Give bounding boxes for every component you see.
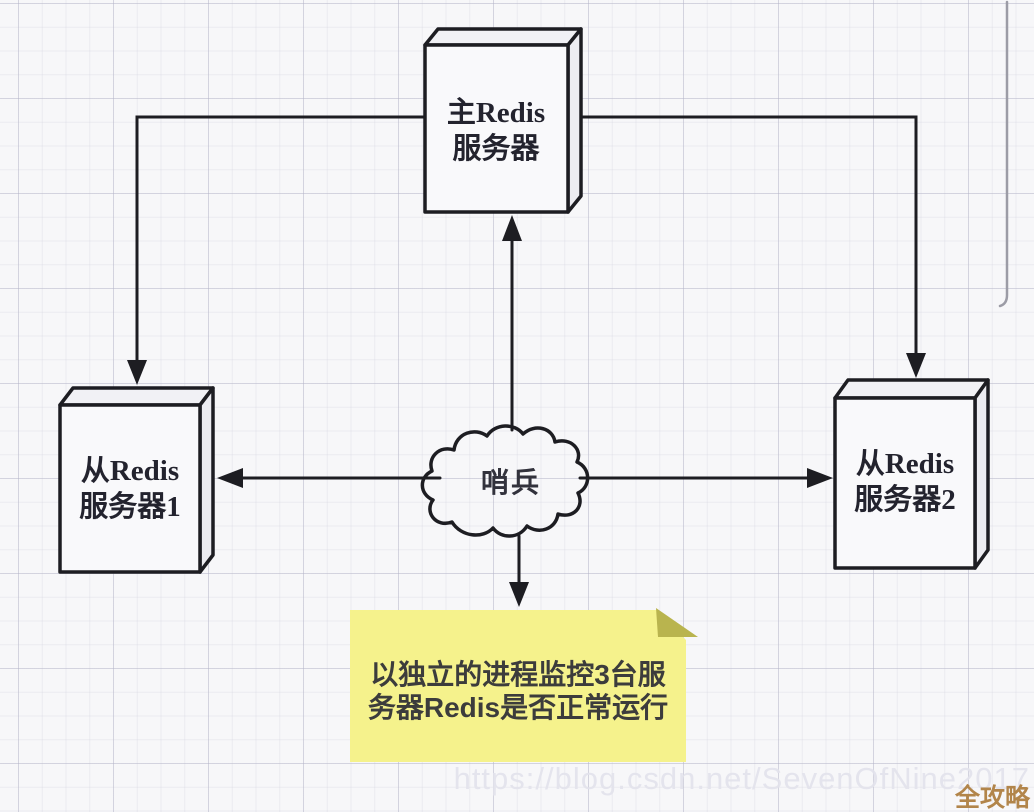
connector-sentinel-to-slave2 (578, 468, 833, 488)
slave1-label-line2: 服务器1 (79, 490, 181, 523)
connector-master-to-slave1 (127, 115, 427, 385)
note-body (350, 610, 686, 762)
note-fold-corner-icon (656, 608, 698, 637)
window-edge-line (998, 0, 1009, 308)
note-text-line1: 以独立的进程监控3台服 (370, 658, 667, 690)
badge-label: 全攻略 (954, 783, 1031, 812)
sentinel-label: 哨兵 (481, 467, 541, 499)
arrow-left-icon (217, 468, 243, 488)
node-slave-redis-2: 从Redis 服务器2 (833, 378, 990, 570)
master-label-line2: 服务器 (452, 132, 540, 165)
note-text-line2: 务器Redis是否正常运行 (368, 691, 668, 723)
slave2-label-line2: 服务器2 (854, 483, 956, 516)
watermark-url: https://blog.csdn.net/SevenOfNine2017 (454, 761, 1030, 796)
node-slave-redis-1: 从Redis 服务器1 (58, 386, 215, 574)
connector-master-to-slave2 (579, 115, 926, 378)
node-master-redis: 主Redis 服务器 (423, 27, 583, 214)
note-sticky: 以独立的进程监控3台服 务器Redis是否正常运行 (350, 608, 698, 762)
slave1-label-line1: 从Redis (81, 455, 179, 487)
connector-sentinel-to-slave1 (217, 468, 442, 488)
arrow-down-icon (127, 360, 147, 385)
arrow-right-icon (807, 468, 833, 488)
arrow-up-icon (502, 215, 522, 241)
cloud-icon (420, 424, 590, 538)
slave2-label-line1: 从Redis (856, 448, 954, 480)
node-sentinel-cloud: 哨兵 (420, 424, 590, 538)
master-label-line1: 主Redis (447, 96, 545, 129)
arrow-down-icon (509, 582, 529, 607)
connector-sentinel-to-master (502, 215, 522, 432)
connector-sentinel-to-note (509, 534, 529, 607)
arrow-down-icon (906, 353, 926, 378)
